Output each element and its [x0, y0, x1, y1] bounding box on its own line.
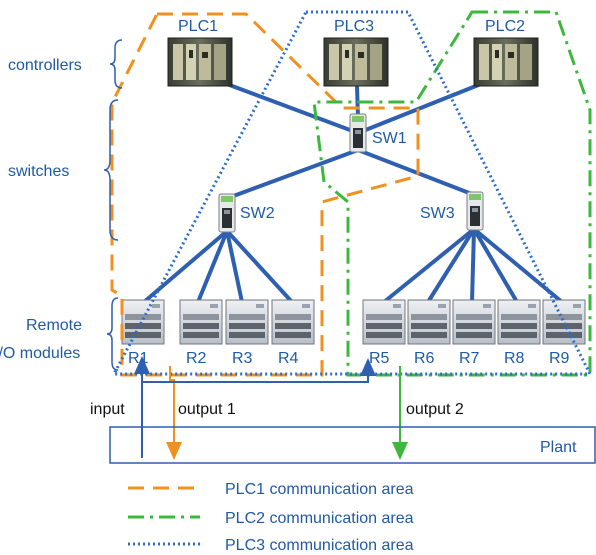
link-sw3-r5 [382, 227, 476, 304]
io-module-label-r6: R6 [414, 350, 435, 367]
legend-plc3-label: PLC3 communication area [225, 537, 414, 554]
input-label: input [90, 401, 125, 418]
label-controllers: controllers [8, 57, 82, 74]
signal-arrows: input output 1 output 2 [90, 356, 464, 460]
io-module-label-r3: R3 [232, 350, 253, 367]
link-sw2-r4 [225, 229, 294, 304]
legend: PLC1 communication area PLC2 communicati… [128, 481, 414, 554]
sw2-label: SW2 [240, 205, 275, 222]
sw1-label: SW1 [372, 130, 407, 147]
io-module-r8 [497, 299, 541, 345]
output1-label: output 1 [178, 401, 236, 418]
label-remote: Remote [26, 317, 82, 334]
brace-switches [103, 99, 119, 241]
io-module-label-r2: R2 [186, 350, 207, 367]
device-labels: PLC1 PLC3 PLC2 SW1 SW2 SW3 [178, 18, 525, 222]
io-module-r1 [121, 299, 165, 345]
brace-controllers [109, 39, 123, 89]
link-sw2-r1 [142, 229, 229, 304]
plc1-communication-area [110, 12, 420, 377]
link-sw3-r6 [426, 227, 476, 304]
io-module-r4 [271, 299, 315, 345]
switch-device-sw2 [218, 193, 236, 233]
io-module-r9 [542, 299, 586, 345]
io-module-label-r1: R1 [128, 350, 149, 367]
plc2-communication-area [312, 10, 592, 377]
plant-box [109, 426, 596, 464]
plc-device-plc3 [323, 37, 389, 87]
label-io-modules: I/O modules [0, 345, 80, 362]
label-switches: switches [8, 163, 69, 180]
plant-label: Plant [540, 439, 577, 456]
io-module-r2 [179, 299, 223, 345]
plc-device-plc1 [167, 37, 233, 87]
output2-label: output 2 [406, 401, 464, 418]
link-sw3-r8 [472, 227, 519, 304]
io-module-label-r9: R9 [549, 350, 570, 367]
plc1-label: PLC1 [178, 18, 218, 35]
io-module-label-r4: R4 [278, 350, 299, 367]
link-sw3-r9 [472, 227, 564, 304]
switch-devices [218, 113, 484, 233]
remote-io-modules: R1 R2 R3 R4 R5 R6 R7 R8 R9 [121, 299, 586, 367]
legend-plc1-label: PLC1 communication area [225, 481, 414, 498]
plc3-label: PLC3 [334, 18, 374, 35]
sw3-label: SW3 [420, 205, 455, 222]
io-module-r3 [225, 299, 269, 345]
output1-arrow-r1-to-plant [166, 366, 182, 460]
switch-device-sw3 [466, 191, 484, 231]
io-module-r5 [362, 299, 406, 345]
link-sw3-r7 [470, 227, 476, 304]
input-feed-to-r5 [142, 358, 376, 383]
plc2-label: PLC2 [485, 18, 525, 35]
link-sw2-r2 [196, 229, 229, 304]
io-module-r6 [407, 299, 451, 345]
link-sw2-r3 [225, 229, 244, 304]
plant-block: Plant [109, 426, 596, 464]
io-module-label-r5: R5 [369, 350, 390, 367]
controller-devices [167, 37, 539, 87]
switch-device-sw1 [349, 113, 367, 153]
io-module-label-r7: R7 [459, 350, 480, 367]
io-module-r7 [452, 299, 496, 345]
category-labels: controllers switches Remote I/O modules [0, 39, 123, 371]
io-module-label-r8: R8 [504, 350, 525, 367]
plc-device-plc2 [473, 37, 539, 87]
communication-areas [110, 10, 593, 377]
link-sw1-sw2 [226, 148, 360, 200]
legend-plc2-label: PLC2 communication area [225, 510, 414, 527]
brace-remote-io [106, 297, 119, 371]
